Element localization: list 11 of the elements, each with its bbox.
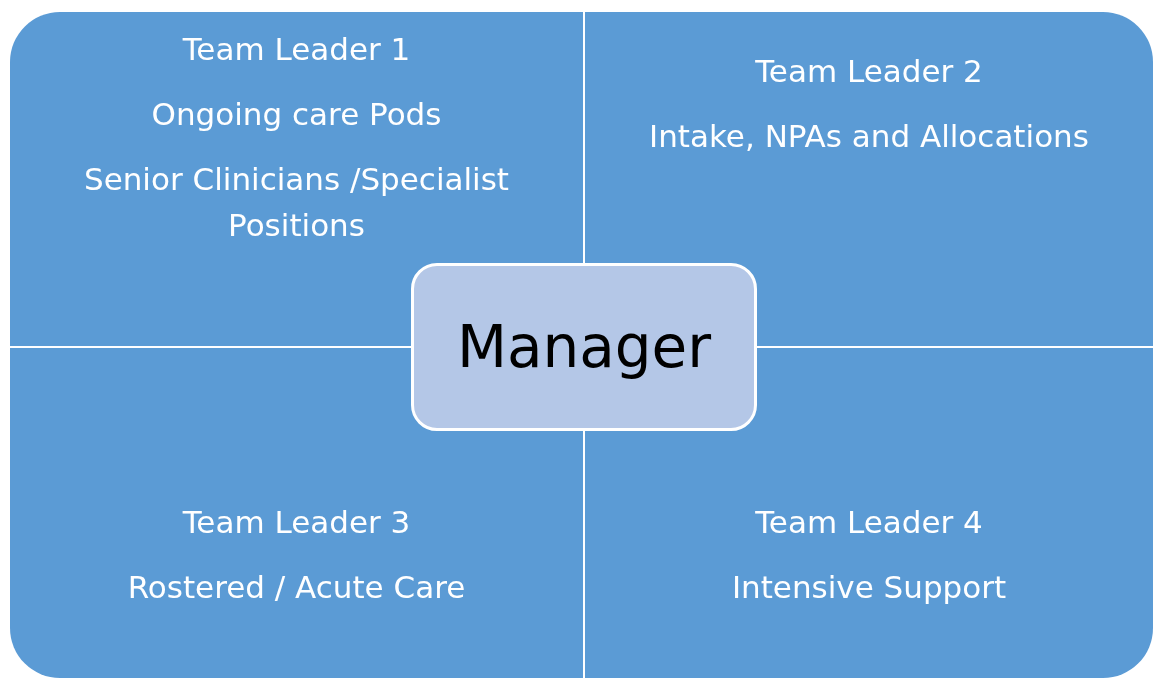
- team-role: Intensive Support: [731, 568, 1007, 607]
- center-box: [411, 263, 757, 431]
- team-heading: Team Leader 2: [755, 52, 983, 91]
- team-role: Ongoing care Pods: [151, 95, 442, 134]
- team-heading: Team Leader 4: [755, 503, 983, 542]
- team-heading: Team Leader 1: [182, 30, 411, 69]
- team-heading: Team Leader 3: [182, 503, 411, 542]
- center-title: Manager: [456, 313, 712, 381]
- team-role: Intake, NPAs and Allocations: [649, 117, 1089, 156]
- team-role: Senior Clinicians /Specialist Positions: [82, 160, 511, 245]
- team-role: Rostered / Acute Care: [127, 568, 466, 607]
